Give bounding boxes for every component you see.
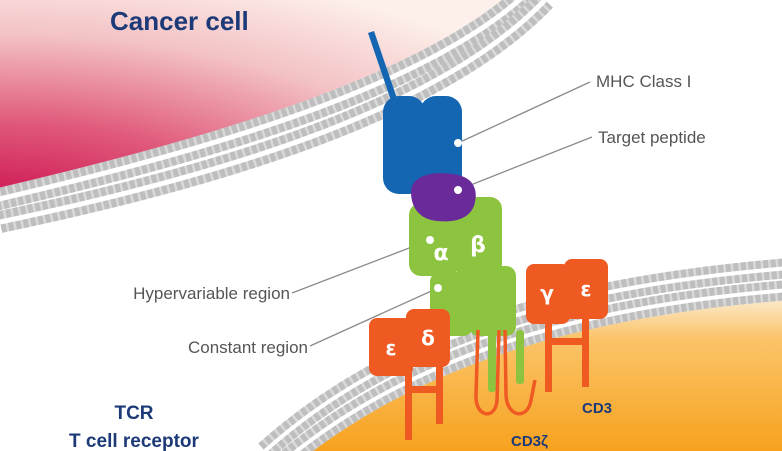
tcr-label: TCR: [114, 403, 153, 424]
cd3-epsilon-delta: [369, 309, 450, 440]
mhc-class-i-label: MHC Class I: [596, 72, 691, 91]
hypervariable-region-label: Hypervariable region: [133, 284, 290, 303]
beta-label: β: [470, 233, 486, 258]
t-cell-receptor-label: T cell receptor: [69, 431, 199, 451]
epsilon-right-label: ε: [580, 277, 591, 301]
mhc-pointer-dot: [454, 139, 462, 147]
leader-lines: [291, 81, 593, 347]
target-peptide: [411, 173, 476, 222]
alpha-label: α: [433, 241, 448, 266]
cancer-cell-body: [0, 0, 520, 200]
cd3-label: CD3: [582, 400, 612, 417]
t-cell-body: [300, 300, 782, 451]
constant-pointer-dot: [434, 284, 442, 292]
cd3-zeta-label: CD3ζ: [511, 433, 548, 450]
hypervariable-pointer-dot: [426, 236, 434, 244]
peptide-pointer-dot: [454, 186, 462, 194]
cancer-cell-membrane: [0, 0, 553, 233]
gamma-label: γ: [540, 281, 554, 305]
cd3-zeta-chains: [474, 329, 537, 416]
cancer-cell-title: Cancer cell: [110, 6, 249, 36]
epsilon-left-label: ε: [385, 336, 396, 360]
delta-label: δ: [421, 326, 435, 350]
cd3-gamma-epsilon: [526, 259, 608, 392]
target-peptide-label: Target peptide: [598, 128, 706, 147]
constant-region-label: Constant region: [188, 338, 308, 357]
